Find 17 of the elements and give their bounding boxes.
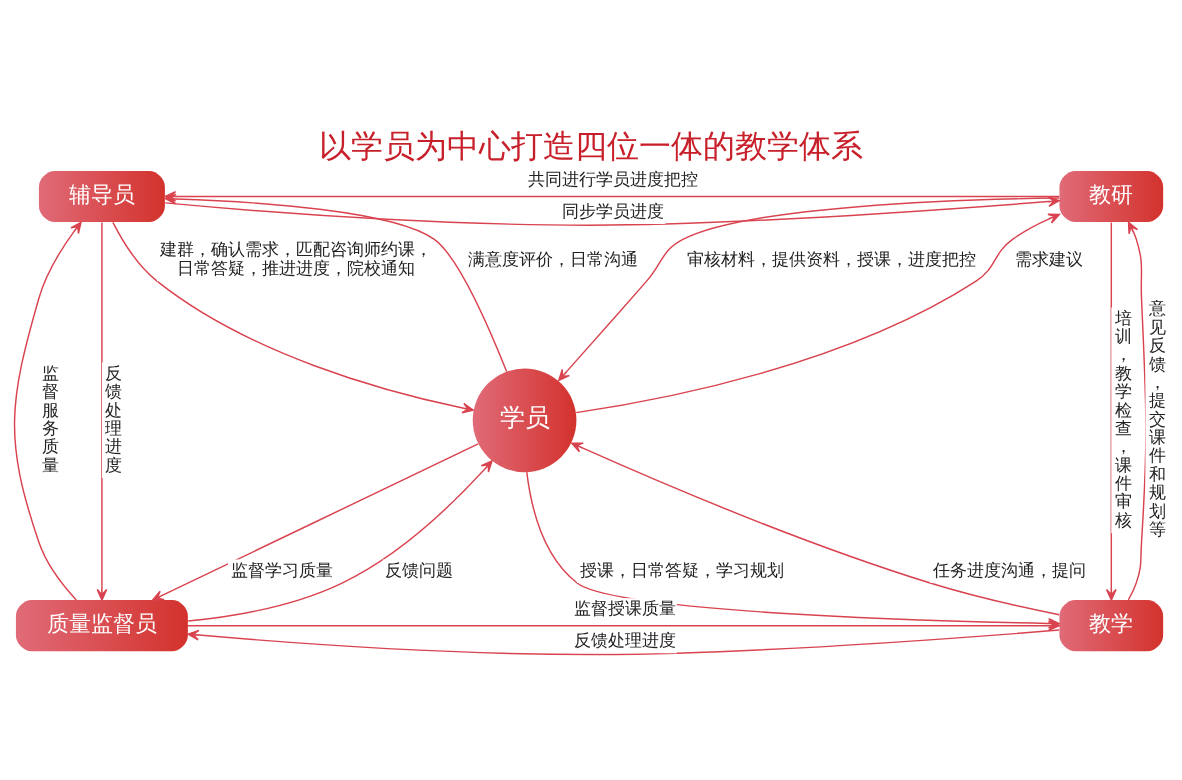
edge-label: 监督服务质量: [42, 362, 60, 475]
diagram-title: 以学员为中心打造四位一体的教学体系: [319, 127, 863, 164]
edge-label: 满意度评价，日常沟通: [468, 248, 639, 269]
edge-label: 共同进行学员进度把控: [528, 168, 699, 189]
edge-label: 同步学员进度: [562, 200, 665, 221]
edge-label: 培训，教学检查，课件审核: [1114, 307, 1132, 530]
edge-label: 反馈问题: [385, 559, 454, 580]
edge-label: 需求建议: [1015, 248, 1084, 269]
edge-label: 意见反馈，提交课件和规划等: [1148, 297, 1166, 539]
edge-label: 反馈处理进度: [573, 629, 676, 650]
edge-label: 监督授课质量: [573, 597, 676, 618]
edge-label: 反馈处理进度: [105, 362, 123, 475]
edge-label: 监督学习质量: [231, 559, 334, 580]
edge-label: 授课，日常答疑，学习规划: [579, 559, 784, 580]
edge-label: 审核材料，提供资料，授课，进度把控: [686, 248, 976, 269]
edge-label: 任务进度沟通，提问: [933, 559, 1087, 580]
edge-label: 建群，确认需求，匹配咨询师约课，日常答疑，推进进度，院校通知: [160, 238, 433, 278]
